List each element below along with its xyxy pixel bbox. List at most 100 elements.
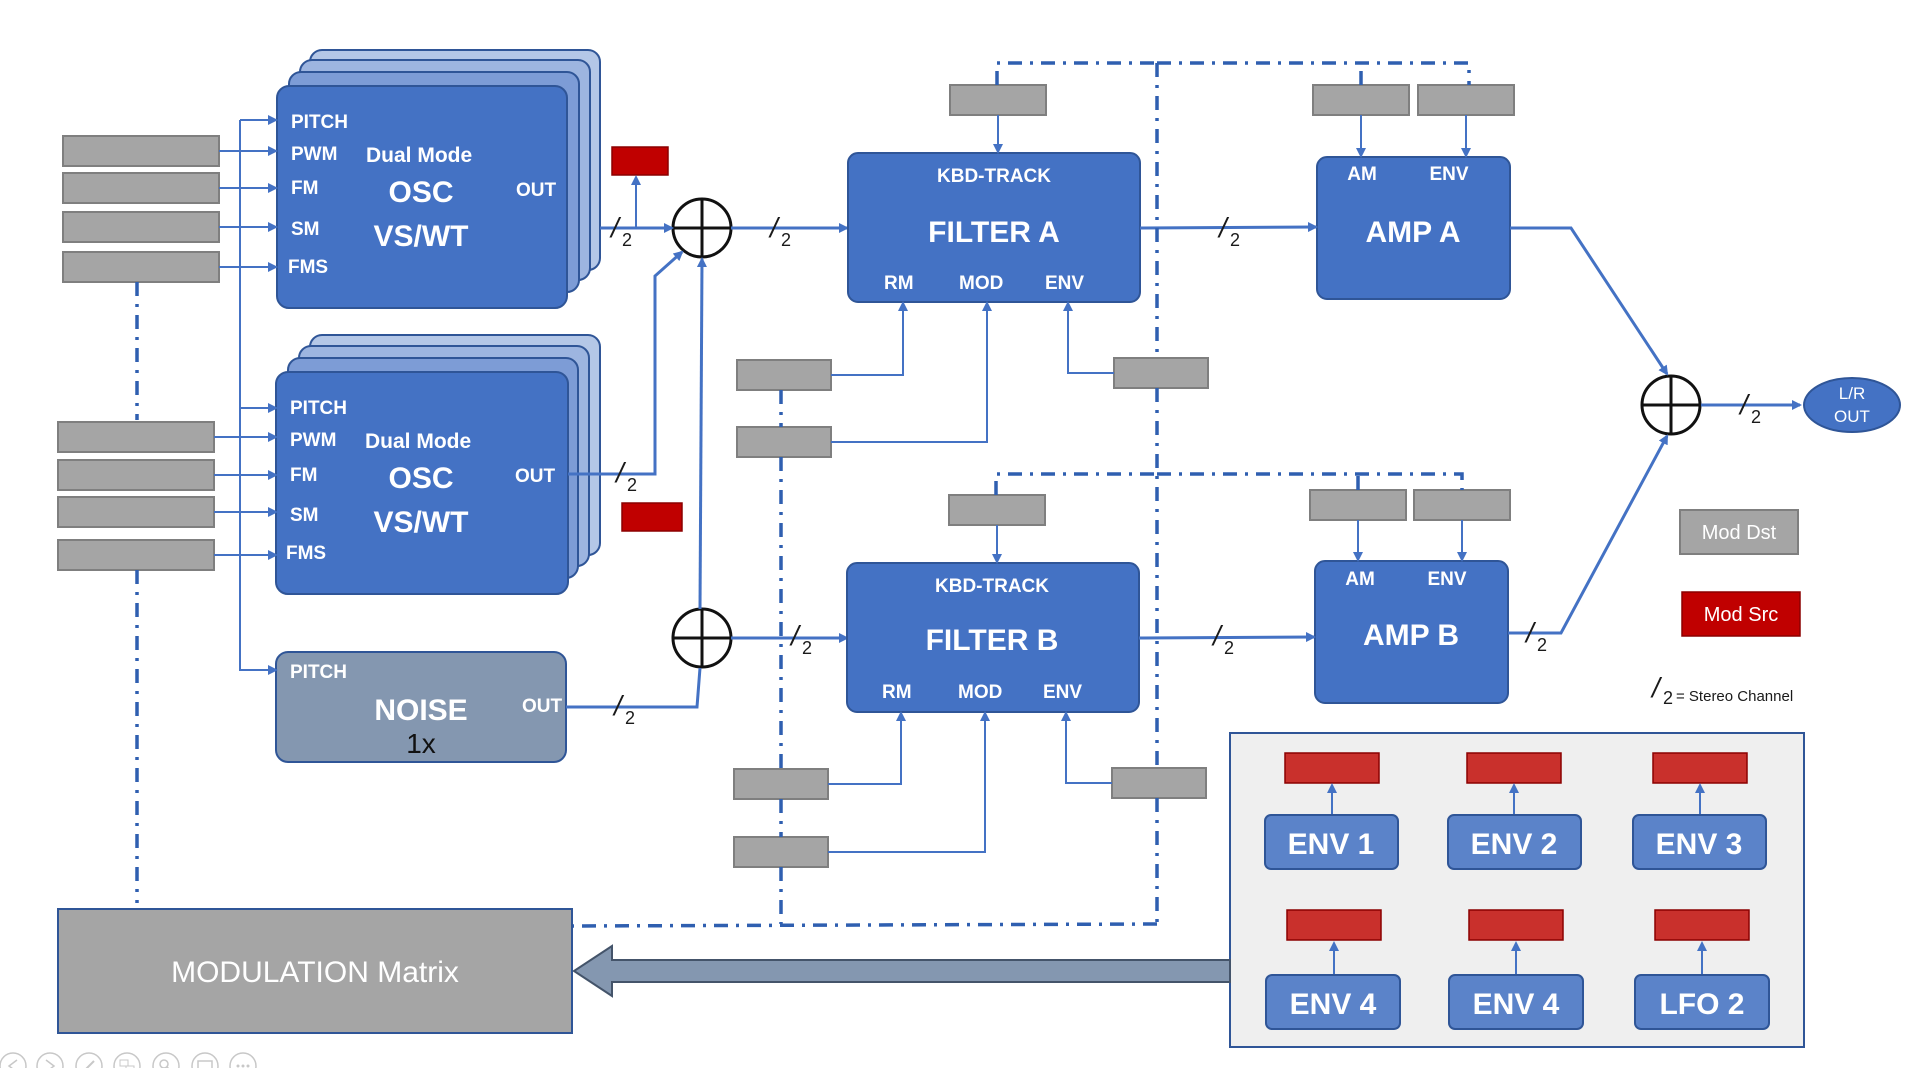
amp-b-am-dst[interactable] bbox=[1309, 489, 1407, 521]
svg-text:2: 2 bbox=[625, 708, 635, 728]
svg-text:/: / bbox=[789, 620, 802, 651]
filter-b-mod-dst[interactable] bbox=[733, 836, 829, 868]
legend-stereo-sub: 2 bbox=[1663, 688, 1673, 708]
source-env-4b-label: ENV 4 bbox=[1473, 988, 1560, 1021]
channel-marker-1: /2 bbox=[609, 212, 632, 250]
legend-mod-src-label: Mod Src bbox=[1704, 604, 1778, 626]
svg-text:/: / bbox=[1211, 620, 1224, 651]
source-env-4a-src[interactable] bbox=[1286, 909, 1382, 941]
amp-b-am-label: AM bbox=[1345, 569, 1375, 590]
osc-2-pwm-label: PWM bbox=[290, 430, 336, 451]
osc-2-block: PITCH PWM FM SM FMS Dual Mode OSC VS/WT … bbox=[275, 334, 601, 595]
osc-input-wires bbox=[214, 115, 278, 675]
osc-1-mod-dst-group bbox=[62, 135, 220, 283]
osc-2-mod-src[interactable] bbox=[621, 502, 683, 532]
osc-1-mode-label: Dual Mode bbox=[366, 144, 472, 167]
source-env-4a[interactable]: ENV 4 bbox=[1265, 909, 1401, 1030]
osc-1-mod-dst-1[interactable] bbox=[62, 135, 220, 167]
modulation-matrix-title: MODULATION Matrix bbox=[171, 956, 459, 989]
previous-slide-icon[interactable] bbox=[0, 1052, 27, 1068]
source-env-4b[interactable]: ENV 4 bbox=[1448, 909, 1584, 1030]
osc-1-mod-src[interactable] bbox=[611, 146, 669, 176]
zoom-icon[interactable] bbox=[152, 1052, 180, 1068]
svg-text:2: 2 bbox=[622, 230, 632, 250]
osc-1-out-label: OUT bbox=[516, 180, 557, 201]
filter-a-env-dst[interactable] bbox=[1113, 357, 1209, 389]
source-env-2-src[interactable] bbox=[1466, 752, 1562, 784]
filter-a-title: FILTER A bbox=[928, 216, 1060, 249]
svg-text:/: / bbox=[1524, 617, 1537, 648]
channel-marker-9: /2 bbox=[1738, 389, 1761, 427]
osc-2-mod-dst-2[interactable] bbox=[57, 459, 215, 491]
filter-a-mod-dst[interactable] bbox=[736, 426, 832, 458]
source-env-4b-src[interactable] bbox=[1468, 909, 1564, 941]
filter-a-kbd-dst[interactable] bbox=[949, 84, 1047, 116]
filter-b-kbd-label: KBD-TRACK bbox=[935, 576, 1049, 597]
lr-out-node: L/R OUT bbox=[1803, 377, 1901, 433]
noise-pitch-label: PITCH bbox=[290, 662, 347, 683]
lr-out-line2: OUT bbox=[1834, 407, 1870, 426]
filter-b-block: KBD-TRACK FILTER B RM MOD ENV bbox=[846, 562, 1140, 713]
pen-icon[interactable] bbox=[75, 1052, 103, 1068]
source-env-3[interactable]: ENV 3 bbox=[1632, 752, 1767, 870]
filter-b-rm-dst[interactable] bbox=[733, 768, 829, 800]
channel-marker-3: /2 bbox=[1217, 212, 1240, 250]
osc-1-block: PITCH PWM FM SM FMS Dual Mode OSC VS/WT … bbox=[276, 49, 601, 309]
amp-a-env-dst[interactable] bbox=[1417, 84, 1515, 116]
amp-a-am-dst[interactable] bbox=[1312, 84, 1410, 116]
source-lfo-2-label: LFO 2 bbox=[1659, 988, 1744, 1021]
noise-out-label: OUT bbox=[522, 696, 563, 717]
filter-b-kbd-dst[interactable] bbox=[948, 494, 1046, 526]
filter-b-mod-dst-group bbox=[733, 494, 1207, 868]
amp-a-mod-dst-group bbox=[1312, 84, 1515, 158]
subtitles-icon[interactable] bbox=[191, 1052, 219, 1068]
osc-2-pitch-label: PITCH bbox=[290, 398, 347, 419]
osc-1-pwm-label: PWM bbox=[291, 144, 337, 165]
filter-b-title: FILTER B bbox=[926, 624, 1059, 657]
source-lfo-2-src[interactable] bbox=[1654, 909, 1750, 941]
see-all-slides-icon[interactable] bbox=[113, 1052, 141, 1068]
osc-2-fms-label: FMS bbox=[286, 543, 326, 564]
svg-text:/: / bbox=[768, 212, 781, 243]
amp-b-mod-dst-group bbox=[1309, 489, 1511, 562]
filter-b-env-dst[interactable] bbox=[1111, 767, 1207, 799]
filter-a-rm-label: RM bbox=[884, 273, 914, 294]
channel-marker-6: /2 bbox=[789, 620, 812, 658]
channel-marker-5: /2 bbox=[612, 690, 635, 728]
osc-1-fm-label: FM bbox=[291, 178, 318, 199]
osc-2-mod-dst-3[interactable] bbox=[57, 496, 215, 528]
filter-b-mod-label: MOD bbox=[958, 682, 1002, 703]
channel-marker-2: /2 bbox=[768, 212, 791, 250]
osc-1-subtitle: VS/WT bbox=[374, 220, 469, 253]
filter-a-rm-dst[interactable] bbox=[736, 359, 832, 391]
osc-2-mod-dst-1[interactable] bbox=[57, 421, 215, 453]
osc-1-pitch-label: PITCH bbox=[291, 112, 348, 133]
osc-2-mod-dst-4[interactable] bbox=[57, 539, 215, 571]
osc-2-subtitle: VS/WT bbox=[374, 506, 469, 539]
more-options-icon[interactable] bbox=[229, 1052, 257, 1068]
osc-1-mod-dst-4[interactable] bbox=[62, 251, 220, 283]
lr-out-line1: L/R bbox=[1839, 384, 1865, 403]
legend-mod-dst-swatch bbox=[1679, 509, 1799, 555]
source-env-1[interactable]: ENV 1 bbox=[1264, 752, 1399, 870]
amp-b-env-label: ENV bbox=[1427, 569, 1466, 590]
source-env-3-src[interactable] bbox=[1652, 752, 1748, 784]
modulation-matrix[interactable]: MODULATION Matrix bbox=[57, 908, 573, 1034]
next-slide-icon[interactable] bbox=[36, 1052, 64, 1068]
osc-1-mod-dst-3[interactable] bbox=[62, 211, 220, 243]
source-lfo-2[interactable]: LFO 2 bbox=[1634, 909, 1770, 1030]
source-env-1-src[interactable] bbox=[1284, 752, 1380, 784]
svg-text:/: / bbox=[609, 212, 622, 243]
slideshow-toolbar bbox=[0, 1052, 257, 1068]
svg-text:2: 2 bbox=[781, 230, 791, 250]
amp-b-env-dst[interactable] bbox=[1413, 489, 1511, 521]
osc-1-title: OSC bbox=[388, 176, 453, 209]
svg-text:2: 2 bbox=[1751, 407, 1761, 427]
source-env-4a-label: ENV 4 bbox=[1290, 988, 1377, 1021]
source-env-2[interactable]: ENV 2 bbox=[1447, 752, 1582, 870]
osc-1-mod-dst-2[interactable] bbox=[62, 172, 220, 204]
amp-a-title: AMP A bbox=[1365, 216, 1460, 249]
amp-b-title: AMP B bbox=[1363, 619, 1459, 652]
source-env-3-label: ENV 3 bbox=[1656, 828, 1743, 861]
